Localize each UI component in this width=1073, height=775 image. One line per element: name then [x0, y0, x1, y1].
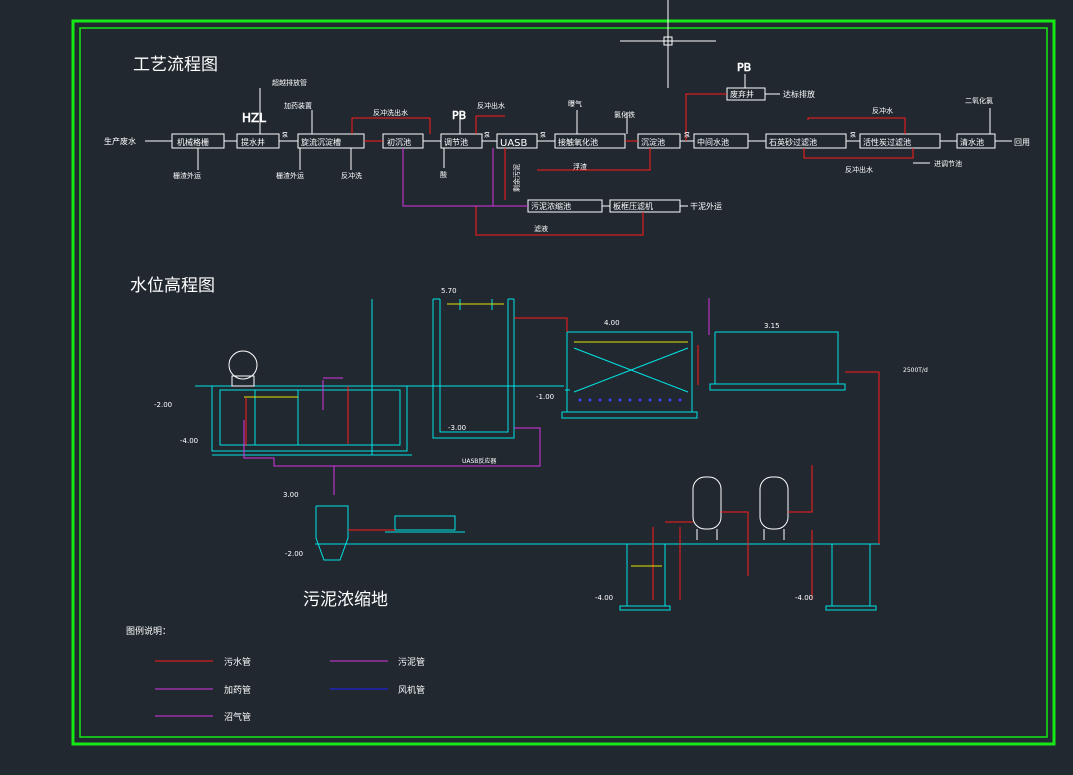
- pump-tag-e: 泵: [850, 132, 856, 139]
- pump-tag-d: 泵: [684, 132, 690, 139]
- legend-title: 图例说明：: [126, 625, 171, 637]
- uasb-label: UASB反应器: [462, 457, 496, 465]
- backwash-water-out-label: 反冲出水: [845, 165, 873, 174]
- legend-air: 风机管: [398, 684, 425, 696]
- process-title: 工艺流程图: [133, 55, 218, 75]
- unit-disinfect-well: 废弃井: [730, 89, 754, 99]
- level-minus-3: -3.00: [448, 424, 466, 432]
- sludge-title: 污泥浓缩地: [303, 590, 388, 610]
- unit-regulating-tank: 调节池: [444, 137, 468, 147]
- level-minus-2: -2.00: [154, 401, 172, 409]
- unit-grille: 机械格栅: [177, 137, 209, 147]
- raw-water-label: 生产废水: [104, 136, 136, 146]
- crosshair-cursor: [620, 0, 716, 88]
- level-minus-1: -1.00: [536, 393, 554, 401]
- scum-label: 浮渣: [573, 162, 587, 171]
- backwash-out-label-2: 反冲出水: [477, 101, 505, 110]
- inner-frame: [79, 27, 1048, 738]
- sand-out-label: 栅渣外运: [276, 171, 304, 180]
- filtrate-label: 滤液: [534, 224, 548, 233]
- unit-swirl-settler: 旋流沉淀槽: [301, 137, 341, 147]
- level-5-70: 5.70: [441, 287, 457, 295]
- unit-sludge-thickener: 污泥浓缩池: [531, 201, 571, 211]
- legend: 图例说明： 污水管 污泥管 加药管 风机管 沼气管: [126, 625, 425, 723]
- elevation-diagram: [195, 298, 880, 611]
- water-level-title: 水位高程图: [130, 276, 215, 296]
- outer-frame: [71, 19, 1056, 746]
- unit-carbon-filter: 活性炭过滤池: [863, 137, 911, 147]
- unit-primary-settler: 初沉池: [387, 137, 411, 147]
- legend-biogas: 沼气管: [224, 711, 251, 723]
- level-4-00: 4.00: [604, 319, 620, 327]
- unit-filter-press: 板框压滤机: [613, 201, 653, 211]
- level-minus-4-b: -4.00: [595, 594, 613, 602]
- backwash-label: 反冲水: [872, 106, 893, 115]
- chlorine-dioxide-label: 二氧化氯: [965, 96, 993, 105]
- aeration-label: 曝气: [568, 99, 582, 108]
- ferric-label: 氯化铁: [614, 110, 635, 119]
- level-3-15: 3.15: [764, 322, 780, 330]
- unit-middle-tank: 中间水池: [697, 137, 729, 147]
- elevation-labels: 5.70 4.00 3.15 -2.00 -4.00 -3.00 -1.00 3…: [154, 287, 928, 602]
- pump-tag-b: 泵: [484, 132, 490, 139]
- bypass-label: 超越排放管: [272, 78, 307, 87]
- unit-contact-oxidation: 接触氧化池: [558, 137, 598, 147]
- level-minus-4-c: -4.00: [795, 594, 813, 602]
- level-3-00: 3.00: [283, 491, 299, 499]
- pump-tag-a: 泵: [282, 132, 288, 139]
- legend-sludge: 污泥管: [398, 656, 425, 668]
- tag-pb-1: PB: [452, 109, 466, 122]
- tag-pb-2: PB: [737, 61, 751, 74]
- tag-hzl: HZL: [242, 111, 266, 125]
- to-regulating-label: 进调节池: [934, 159, 962, 168]
- unit-sedimentation: 沉淀池: [641, 137, 665, 147]
- unit-clear-water: 清水池: [960, 137, 984, 147]
- unit-uasb: UASB: [500, 138, 528, 149]
- grit-out-label: 栅渣外运: [173, 171, 201, 180]
- process-flow: 生产废水 机械格栅 提水井 旋流沉淀槽 初沉池 调节池 UASB 接触氧化池 沉…: [104, 61, 1030, 236]
- pump-tag-c: 泵: [540, 132, 546, 139]
- reuse-label: 回用: [1014, 138, 1030, 147]
- legend-sewage: 污水管: [224, 656, 251, 668]
- dosing-label: 加药装置: [284, 101, 312, 110]
- unit-lift-well: 提水井: [241, 137, 265, 147]
- dry-sludge-label: 干泥外运: [690, 201, 722, 211]
- legend-dosing: 加药管: [224, 684, 251, 696]
- level-minus-2-b: -2.00: [285, 550, 303, 558]
- flow-rate-label: 2500T/d: [903, 367, 928, 374]
- sludge-waste-label: 剩余污泥: [512, 164, 521, 192]
- level-minus-4: -4.00: [180, 437, 198, 445]
- unit-sand-filter: 石英砂过滤池: [769, 137, 817, 147]
- acid-label: 酸: [440, 170, 447, 179]
- discharge-label: 达标排放: [783, 89, 815, 99]
- backwash-in-label: 反冲洗: [341, 171, 362, 180]
- backwash-out-label-1: 反冲洗出水: [373, 108, 408, 117]
